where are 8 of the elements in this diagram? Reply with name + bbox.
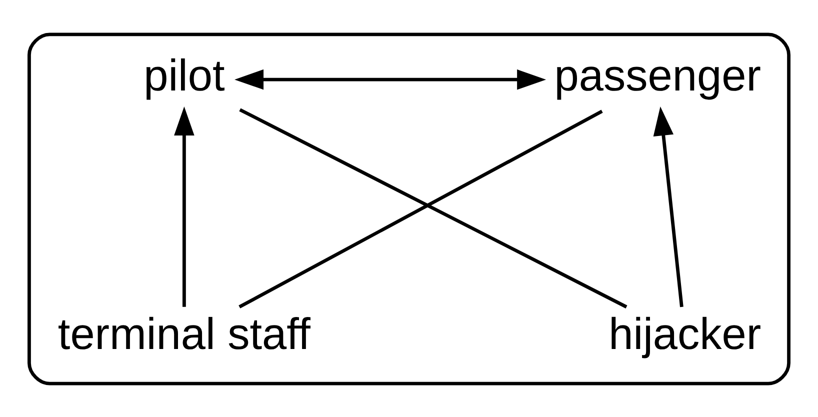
arrow	[174, 106, 194, 306]
node-text: pilot	[144, 50, 225, 100]
cluster	[28, 32, 790, 385]
node-text: passenger	[554, 50, 762, 100]
arrow	[234, 68, 546, 90]
arrow	[653, 106, 684, 307]
node-text: terminal staff	[58, 310, 310, 359]
node-text: hijacker	[608, 310, 762, 359]
